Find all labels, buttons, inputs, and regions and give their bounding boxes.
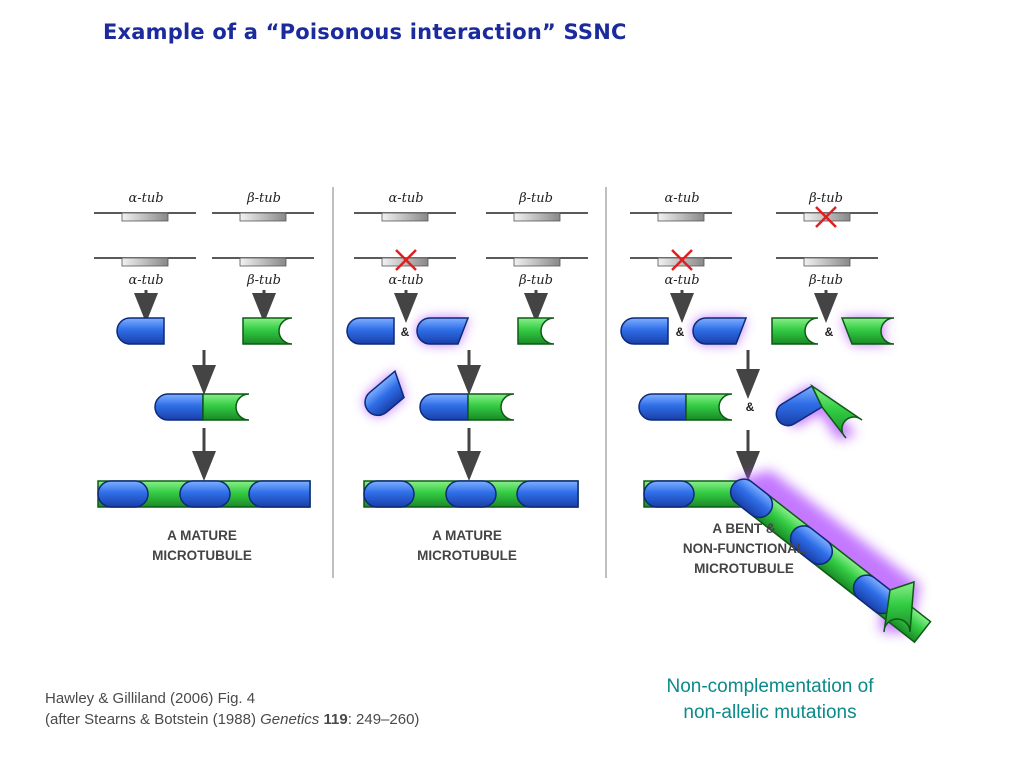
panel-alpha-mutant: α-tub α-tub β-tub β-tub & xyxy=(346,191,588,563)
mutant-beta-subunit xyxy=(840,317,895,345)
mutant-alpha-subunit-free xyxy=(364,369,405,417)
alpha-subunit xyxy=(346,317,395,345)
bent-microtubule xyxy=(643,470,932,644)
tubulin-dimer xyxy=(638,393,733,421)
gene-label-beta-bottom: β-tub xyxy=(246,273,281,288)
ampersand: & xyxy=(676,325,685,339)
citation: Hawley & Gilliland (2006) Fig. 4 (after … xyxy=(45,688,419,730)
mature-microtubule xyxy=(97,480,311,508)
citation-line-2: (after Stearns & Botstein (1988) Genetic… xyxy=(45,709,419,730)
gene-label-beta-top: β-tub xyxy=(518,191,553,206)
beta-subunit xyxy=(517,317,555,345)
gene-label-beta-bottom: β-tub xyxy=(808,273,843,288)
mutant-dimer-bent xyxy=(775,383,863,440)
citation-volume: 119 xyxy=(323,711,348,728)
gene-label-alpha-bottom: α-tub xyxy=(128,273,163,288)
gene-label-beta-top: β-tub xyxy=(246,191,281,206)
citation-pages: : 249–260) xyxy=(347,711,420,728)
tubulin-dimer xyxy=(154,393,250,421)
caption-line-1: A BENT & xyxy=(712,521,775,536)
gene-label-alpha-top: α-tub xyxy=(664,191,699,206)
mutant-alpha-subunit xyxy=(416,317,470,345)
ampersand: & xyxy=(746,400,755,414)
conclusion-line-1: Non-complementation of xyxy=(666,676,874,697)
gene-label-alpha-top: α-tub xyxy=(128,191,163,206)
gene-label-beta-top: β-tub xyxy=(808,191,843,206)
alpha-gene-box xyxy=(121,212,169,222)
conclusion-text: Non-complementation of non-allelic mutat… xyxy=(620,674,920,726)
tubulin-dimer xyxy=(419,393,515,421)
mutant-alpha-subunit xyxy=(692,317,748,345)
gene-label-beta-bottom: β-tub xyxy=(518,273,553,288)
mature-microtubule xyxy=(363,480,579,508)
beta-subunit xyxy=(771,317,819,345)
panel-wild-type: α-tub α-tub β-tub β-tub xyxy=(94,191,314,563)
caption-line-1: A MATURE xyxy=(167,528,237,543)
ampersand: & xyxy=(401,325,410,339)
slide-title: Example of a “Poisonous interaction” SSN… xyxy=(103,20,627,44)
alpha-subunit xyxy=(116,317,165,345)
caption-line-1: A MATURE xyxy=(432,528,502,543)
caption-line-2: NON-FUNCTIONAL xyxy=(683,541,805,556)
caption-line-3: MICROTUBULE xyxy=(694,561,794,576)
citation-journal: Genetics xyxy=(260,711,320,728)
mutation-x-icon xyxy=(395,249,417,271)
mutation-x-icon xyxy=(815,206,837,228)
beta-gene-box xyxy=(239,212,287,222)
ampersand: & xyxy=(825,325,834,339)
gene-label-alpha-bottom: α-tub xyxy=(664,273,699,288)
conclusion-line-2: non-allelic mutations xyxy=(683,702,857,723)
mutation-x-icon xyxy=(671,249,693,271)
gene-label-alpha-top: α-tub xyxy=(388,191,423,206)
gene-label-alpha-bottom: α-tub xyxy=(388,273,423,288)
citation-line-1: Hawley & Gilliland (2006) Fig. 4 xyxy=(45,690,256,707)
beta-subunit xyxy=(242,317,293,345)
panel-double-mutant: α-tub α-tub β-tub β-tub & & xyxy=(620,191,932,644)
caption-line-2: MICROTUBULE xyxy=(417,548,517,563)
beta-gene-box xyxy=(239,257,287,267)
caption-line-2: MICROTUBULE xyxy=(152,548,252,563)
alpha-gene-box xyxy=(121,257,169,267)
citation-prefix: (after Stearns & Botstein (1988) xyxy=(45,711,261,728)
alpha-subunit xyxy=(620,317,669,345)
